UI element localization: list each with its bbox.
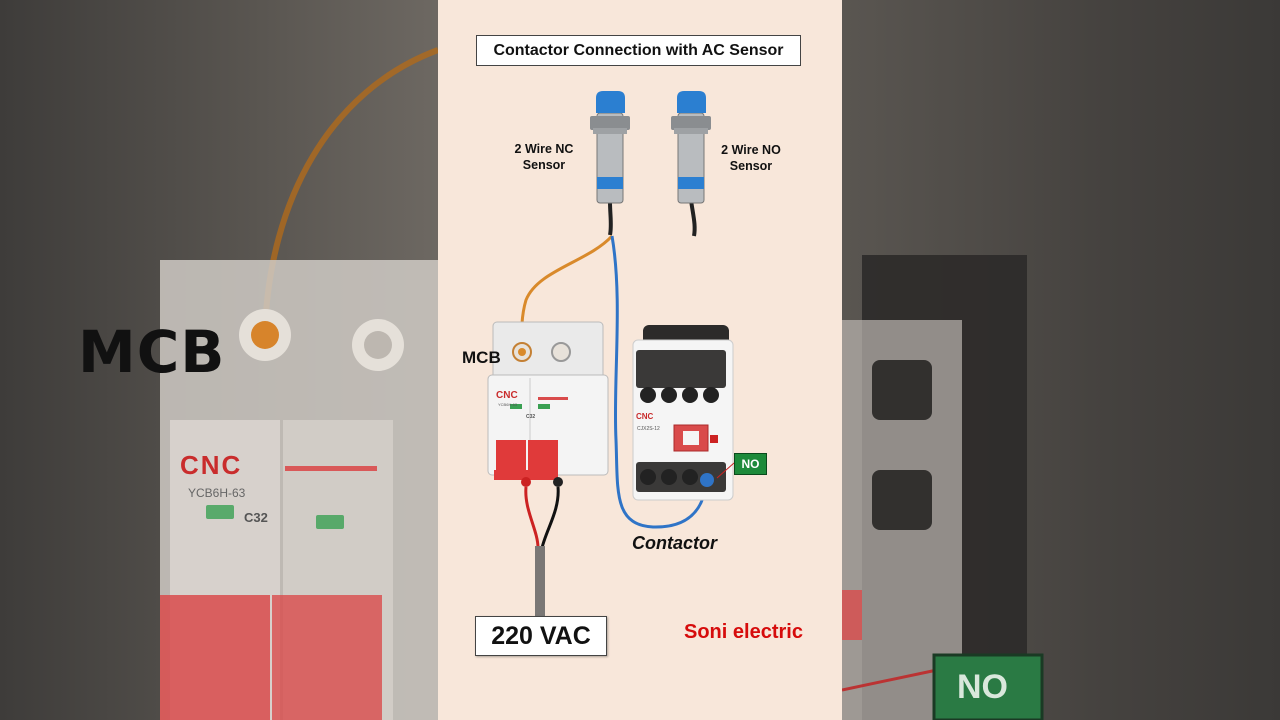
background-right-zoom: NO	[842, 0, 1280, 720]
supply-cable	[535, 546, 545, 616]
zoom-no-badge: NO	[957, 668, 1008, 706]
brand-watermark: Soni electric	[684, 621, 803, 643]
neutral-wire	[610, 235, 708, 529]
contactor-brand-text: CNC	[636, 412, 654, 421]
no-sensor-icon	[671, 91, 711, 237]
mcb-model-text: YCB6H-63	[498, 402, 518, 407]
diagram-drawing: CNC YCB6H-63 C32 CNC CJX2S-12	[487, 91, 735, 616]
nc-sensor-label-line1: 2 Wire NC	[514, 142, 574, 156]
mcb-rating-text: C32	[526, 414, 535, 420]
zoom-mcb-label: MCB	[78, 318, 226, 386]
supply-voltage-label: 220 VAC	[475, 616, 607, 656]
no-terminal-badge: NO	[734, 453, 767, 475]
zoom-mcb-model: YCB6H-63	[188, 486, 246, 500]
no-pointer-line	[716, 462, 735, 479]
nc-sensor-icon	[590, 91, 630, 236]
supply-black-wire	[540, 486, 560, 549]
no-sensor-label-line1: 2 Wire NO	[721, 143, 781, 157]
background-left-zoom: MCB CNC YCB6H-63 C32	[0, 0, 438, 720]
diagram-panel: CNC YCB6H-63 C32 CNC CJX2S-12 C	[438, 0, 842, 720]
nc-sensor-label: 2 Wire NC Sensor	[504, 141, 584, 173]
nc-sensor-label-line2: Sensor	[522, 158, 566, 172]
mcb-device-icon	[487, 321, 609, 487]
zoom-mcb-brand: CNC	[180, 450, 243, 480]
mcb-brand-text: CNC	[496, 390, 518, 401]
mcb-label: MCB	[462, 348, 501, 367]
no-sensor-label-line2: Sensor	[729, 159, 773, 173]
contactor-model-text: CJX2S-12	[637, 426, 660, 432]
no-sensor-label: 2 Wire NO Sensor	[711, 142, 791, 174]
contactor-label: Contactor	[632, 533, 717, 553]
zoom-mcb-rating: C32	[244, 510, 268, 525]
contactor-device-icon	[632, 325, 734, 501]
zoomed-mcb-illustration	[160, 47, 438, 720]
diagram-title: Contactor Connection with AC Sensor	[476, 35, 801, 66]
supply-red-wire	[524, 486, 540, 549]
zoomed-contactor-illustration	[842, 255, 1044, 720]
